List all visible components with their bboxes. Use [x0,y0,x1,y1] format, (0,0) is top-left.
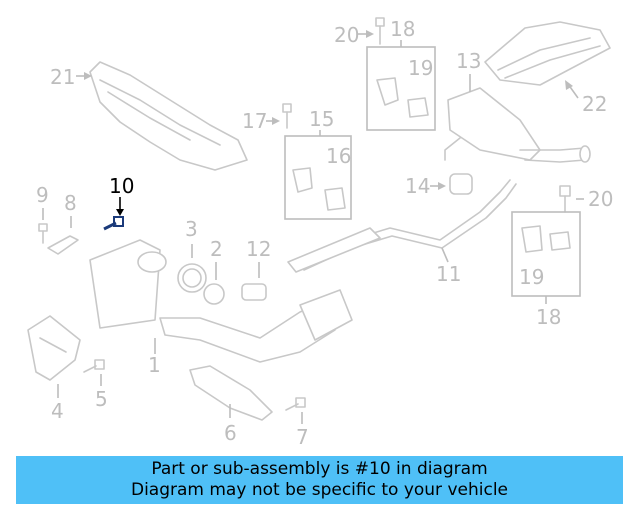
part-4-heat-shield: 4 [27,315,81,423]
callout-14: 14 [405,174,430,198]
callout-3: 3 [185,217,198,241]
part-8-bracket: 8 [47,191,79,255]
part-20-bolt-upper: 20 [334,17,385,47]
part-17-bolt: 17 [242,103,292,133]
callout-16: 16 [326,144,351,168]
group-18-upper: 18 19 [366,17,436,131]
callout-12: 12 [246,237,271,261]
callout-9: 9 [36,183,49,207]
callout-22: 22 [582,92,607,116]
group-18-lower: 19 18 [511,211,581,329]
part-3-gasket: 3 [177,217,207,293]
exhaust-parts-diagram: 21 22 13 18 19 20 [27,17,613,449]
part-6-heat-shield: 6 [189,365,273,445]
callout-6: 6 [224,421,237,445]
callout-19-upper: 19 [408,56,433,80]
part-5-bolt: 5 [83,359,108,411]
callout-1: 1 [148,353,161,377]
part-20-bolt-lower: 20 [559,185,613,213]
part-11-pipe: 11 [287,179,517,286]
part-10-bolt-highlighted: 10 [103,174,134,231]
callout-2: 2 [210,237,223,261]
part-1-catalytic-converter: 1 [89,239,353,377]
callout-7: 7 [296,425,309,449]
part-7-bolt: 7 [285,397,309,449]
part-14-clamp: 14 [405,173,473,198]
callout-17: 17 [242,109,267,133]
part-2-gasket: 2 [203,237,225,305]
part-9-bolt: 9 [36,183,49,244]
callout-13: 13 [456,49,481,73]
part-13-rear-muffler: 13 [444,49,591,163]
callout-20-lower: 20 [588,187,613,211]
group-15: 15 16 [284,107,352,220]
callout-4: 4 [51,399,64,423]
part-21-heat-shield: 21 [50,61,248,171]
callout-15: 15 [309,107,334,131]
info-banner: Part or sub-assembly is #10 in diagram D… [16,456,623,504]
callout-19-lower: 19 [519,265,544,289]
callout-20-upper: 20 [334,23,359,47]
part-12-clamp: 12 [241,237,271,301]
callout-21: 21 [50,65,75,89]
callout-5: 5 [95,387,108,411]
banner-line-1: Part or sub-assembly is #10 in diagram [151,459,488,479]
callout-18-lower: 18 [536,305,561,329]
callout-8: 8 [64,191,77,215]
callout-18-upper: 18 [390,17,415,41]
part-22-heat-shield: 22 [484,21,611,116]
callout-10: 10 [109,174,134,198]
banner-line-2: Diagram may not be specific to your vehi… [130,480,508,500]
callout-11: 11 [436,262,461,286]
